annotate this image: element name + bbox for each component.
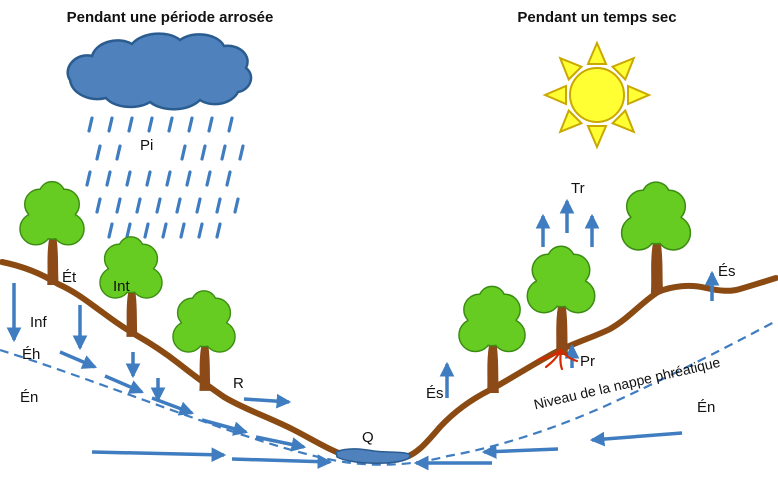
title-wet-period: Pendant une période arrosée [67,9,274,26]
label-transpiration: Tr [571,180,585,197]
tree-icon [620,181,692,295]
sun-icon [542,40,652,150]
roots-icon [536,348,579,371]
label-infiltration: Inf [30,314,48,331]
label-groundwater-flow-right: Én [697,399,715,416]
label-evaporation-right: És [718,263,736,280]
infiltration-arrows [6,283,166,403]
label-discharge: Q [362,429,374,446]
runoff-arrow [243,393,292,409]
label-runoff: R [233,375,244,392]
label-groundwater-flow-left: Én [20,389,38,406]
groundwater-flow-arrows-right [413,431,683,471]
label-interception: Int [113,278,131,295]
label-precipitation: Pi [140,137,153,154]
label-evaporation-valley: És [426,385,444,402]
groundwater-flow-arrows-left [59,350,333,469]
transpiration-arrows [535,198,600,247]
tree-icon [99,236,163,339]
label-root-uptake: Pr [580,353,595,370]
label-hypodermic-flow: Éh [22,346,40,363]
title-dry-period: Pendant un temps sec [517,9,676,26]
stream-icon [335,448,411,464]
rain-cloud-icon [66,32,253,111]
water-table-line [0,320,777,466]
rain-icon [85,116,245,239]
tree-icon [172,290,236,393]
label-evapotranspiration: Ét [62,269,77,286]
